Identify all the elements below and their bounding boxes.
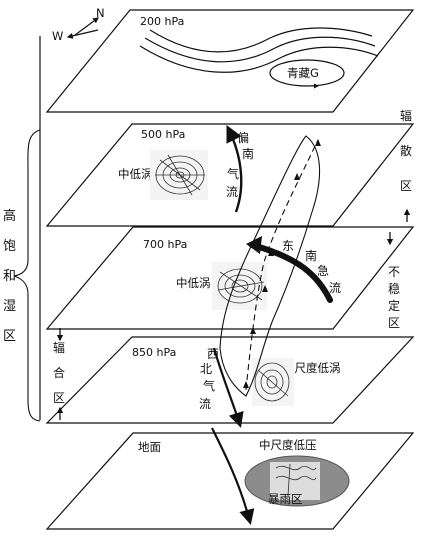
surface-level-label: 地面 [138, 440, 161, 454]
plane-surface: 地面 中尺度低压 暴雨区 [45, 432, 415, 530]
svg-text:定: 定 [388, 298, 400, 313]
svg-text:流: 流 [329, 281, 341, 295]
descending-flow-arrow [211, 427, 255, 525]
svg-text:饱: 饱 [3, 239, 16, 254]
plane-200hpa: 200 hPa 青藏G [45, 9, 415, 113]
southeast-jet-arrow [249, 242, 333, 303]
rain-zone-pattern [270, 462, 320, 500]
level-label-500: 500 hPa [141, 128, 185, 141]
meso-low-pressure-label: 中尺度低压 [259, 438, 317, 452]
level-label-700: 700 hPa [143, 238, 187, 251]
svg-text:辐: 辐 [400, 108, 412, 123]
level-label-200: 200 hPa [140, 15, 184, 28]
compass-north-label: N [96, 6, 105, 20]
southeast-jet-text: 东 南 急 流 [282, 239, 341, 295]
vortex-850-icon [252, 358, 294, 406]
svg-text:辐: 辐 [53, 340, 65, 355]
upward-triangles [243, 139, 321, 388]
svg-text:高: 高 [3, 208, 16, 224]
svg-text:偏: 偏 [237, 130, 249, 145]
mid-low-vortex-700-label: 中低涡 [176, 276, 211, 290]
compass: W N [52, 6, 105, 43]
jet-contour-2 [144, 36, 376, 63]
convergence-zone: 辐 合 区 [53, 328, 65, 420]
left-region-brace [13, 129, 41, 422]
svg-text:合: 合 [53, 365, 65, 380]
svg-text:流: 流 [226, 185, 238, 199]
meso-low-vortex-label: 中尺度低涡 [283, 361, 341, 375]
svg-text:北: 北 [200, 362, 212, 376]
svg-text:南: 南 [305, 248, 317, 263]
plane-700hpa-outline [45, 226, 415, 330]
rain-zone-label: 暴雨区 [268, 492, 303, 506]
compass-west-arrow [66, 29, 99, 39]
svg-text:区: 区 [3, 329, 16, 344]
svg-text:湿: 湿 [3, 299, 16, 314]
plane-200hpa-outline [45, 9, 415, 113]
compass-west-label: W [52, 29, 63, 43]
svg-text:东: 东 [282, 239, 294, 253]
svg-text:和: 和 [3, 269, 16, 284]
svg-text:散: 散 [400, 143, 412, 158]
svg-text:区: 区 [400, 179, 412, 193]
svg-text:气: 气 [203, 378, 215, 393]
convective-column-outline [219, 135, 321, 397]
svg-text:南: 南 [242, 146, 254, 161]
mid-low-vortex-500-label: 中低涡 [118, 167, 153, 181]
plane-500hpa: 500 hPa 中低涡 [45, 123, 415, 227]
qingzang-high-label: 青藏G [287, 66, 319, 80]
plane-700hpa: 700 hPa 中低涡 [45, 226, 415, 330]
south-flow-text: 偏 南 气 流 [226, 130, 254, 199]
vertical-motion-axis [245, 139, 319, 391]
jet-contour-3 [139, 45, 379, 73]
svg-text:区: 区 [388, 316, 400, 330]
south-flow-arrow [226, 124, 243, 213]
compass-north-arrow [74, 17, 99, 36]
svg-text:西: 西 [207, 347, 219, 361]
vortex-700-icon [212, 262, 267, 310]
jet-contour-1 [149, 27, 373, 53]
level-label-850: 850 hPa [132, 346, 176, 359]
unstable-zone: 不 稳 定 区 [386, 232, 400, 330]
svg-text:区: 区 [53, 391, 65, 405]
left-region-text: 高 饱 和 湿 区 [3, 208, 16, 344]
plane-850hpa: 850 hPa 中尺度低涡 [45, 336, 415, 424]
svg-text:气: 气 [227, 166, 239, 181]
plane-surface-outline [45, 432, 415, 530]
svg-text:流: 流 [199, 397, 211, 411]
divergence-zone: 辐 散 区 [400, 108, 412, 222]
svg-text:不: 不 [388, 265, 400, 279]
southeast-jet-arrowhead [246, 236, 262, 254]
svg-text:稳: 稳 [388, 281, 400, 296]
svg-text:急: 急 [317, 263, 329, 278]
northwest-flow-arrow [212, 347, 244, 428]
vortex-500-icon [150, 150, 208, 200]
northwest-flow-text: 西 北 气 流 [199, 347, 219, 411]
plane-500hpa-outline [45, 123, 415, 227]
